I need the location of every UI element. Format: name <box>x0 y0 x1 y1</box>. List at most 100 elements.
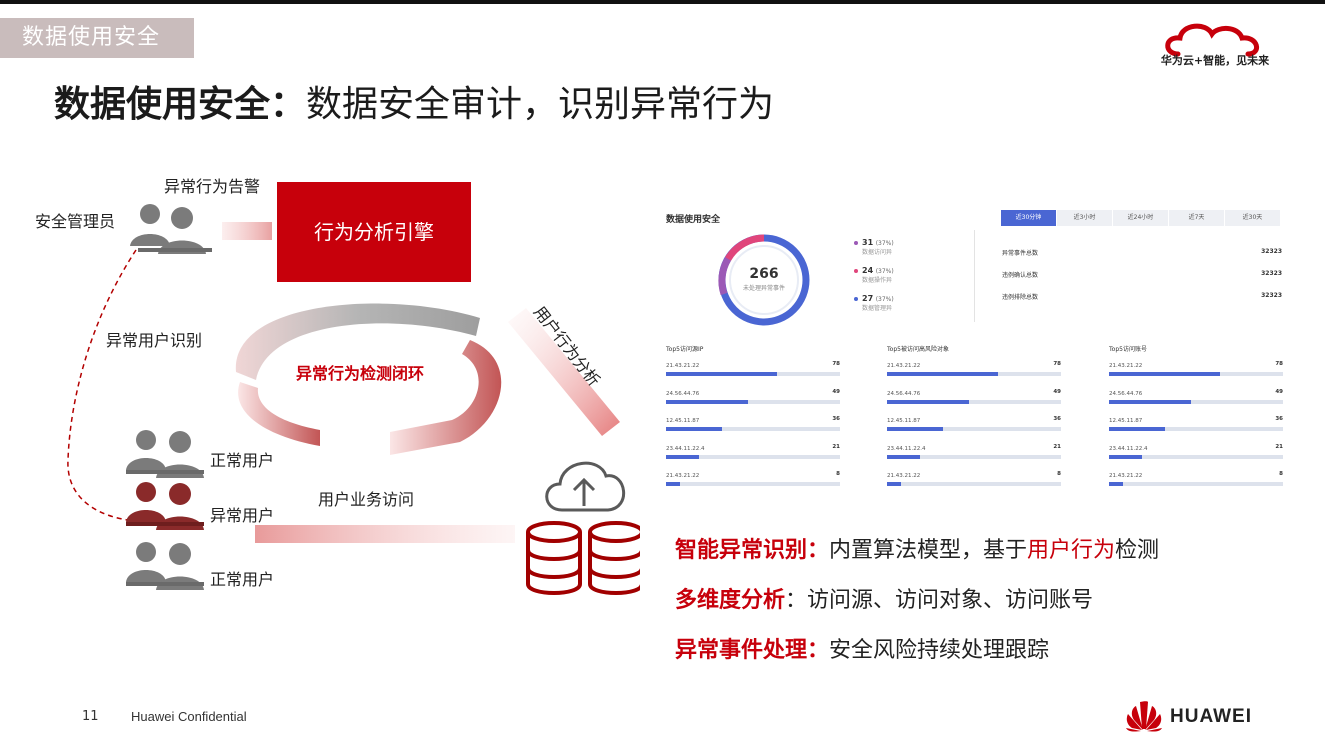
loop-arc-right <box>390 340 502 455</box>
row-value: 78 <box>1275 361 1283 367</box>
list-item: 21.43.21.22 8 <box>666 463 842 491</box>
bullet-key: 多维度分析 <box>675 588 786 613</box>
row-ip: 21.43.21.22 <box>666 473 700 479</box>
identify-dashed-line <box>67 249 137 521</box>
bullet-smart-detection: 智能异常识别：内置算法模型，基于用户行为检测 <box>675 536 1159 586</box>
row-bar-fill <box>887 372 999 376</box>
donut-value: 266 <box>749 266 778 282</box>
stat-label-total: 异常事件总数 <box>1002 250 1039 257</box>
row-value: 36 <box>832 416 840 422</box>
bullet-text: 内置算法模型，基于 <box>829 538 1028 563</box>
row-bar-track <box>666 372 840 376</box>
huawei-wordmark: HUAWEI <box>1170 706 1252 727</box>
row-ip: 23.44.11.22.4 <box>666 445 705 452</box>
normal-user-icon-1 <box>126 430 204 478</box>
loop-label: 异常行为检测闭环 <box>296 364 425 383</box>
row-value: 78 <box>832 361 840 367</box>
row-bar-fill <box>887 482 901 486</box>
row-bar-track <box>1109 427 1283 431</box>
page-number: 11 <box>82 709 99 724</box>
row-ip: 23.44.11.22.4 <box>887 445 926 452</box>
donut-caption: 未处理异常事件 <box>743 284 785 292</box>
stat-value-confirmed: 32323 <box>1261 270 1282 277</box>
alert-label: 异常行为告警 <box>164 177 261 196</box>
row-ip: 12.45.11.87 <box>666 418 700 424</box>
user-label-1: 正常用户 <box>210 451 275 470</box>
donut-chart: 266 未处理异常事件 <box>718 234 810 326</box>
row-bar-track <box>887 427 1061 431</box>
row-value: 36 <box>1275 416 1283 422</box>
row-ip: 24.56.44.76 <box>666 390 700 397</box>
donut-segment-pink <box>724 234 765 261</box>
row-ip: 21.43.21.22 <box>887 473 921 479</box>
row-bar-fill <box>887 427 943 431</box>
row-bar-fill <box>887 399 969 404</box>
access-arrow <box>255 525 515 543</box>
legend-sub-operation: 数据操作异 <box>862 277 893 284</box>
row-value: 49 <box>832 388 840 395</box>
tab-24h[interactable]: 近24小时 <box>1113 210 1168 226</box>
row-value: 49 <box>1053 388 1061 395</box>
legend-sub-access: 数据访问异 <box>862 249 893 256</box>
huawei-cloud-logo <box>1165 23 1259 57</box>
loop-arc-left <box>238 382 320 446</box>
loop-arc-top <box>235 303 480 380</box>
confidential-label: Huawei Confidential <box>131 709 247 724</box>
tab-7d[interactable]: 近7天 <box>1169 210 1224 226</box>
bullet-highlight: 用户行为 <box>1027 538 1116 563</box>
legend-pct-management: (37%) <box>875 296 894 303</box>
row-value: 21 <box>832 443 840 450</box>
row-bar-fill <box>887 454 921 459</box>
bullet-multi-dimension: 多维度分析：访问源、访问对象、访问账号 <box>675 586 1159 636</box>
row-bar-fill <box>666 399 748 404</box>
user-label-2: 异常用户 <box>210 506 275 525</box>
row-bar-track <box>1109 372 1283 376</box>
list-item: 24.56.44.76 49 <box>666 381 842 409</box>
slogan: 华为云+智能，见未来 <box>1160 54 1270 67</box>
legend-sub-management: 数据管理异 <box>862 305 893 312</box>
user-label-3: 正常用户 <box>210 570 275 589</box>
database-icon-1 <box>526 521 582 595</box>
behavior-arrow <box>508 308 620 436</box>
row-bar-track <box>666 482 840 486</box>
huawei-flower-logo-icon <box>1126 701 1162 732</box>
top-border <box>0 0 1325 4</box>
bullet-text: ：访问源、访问对象、访问账号 <box>785 588 1094 613</box>
panel-title: Top5访问源IP <box>666 346 704 353</box>
diagram-graphics <box>67 204 640 595</box>
legend-dot-management <box>854 296 858 301</box>
legend-item-access: 31 (37%) 数据访问异 <box>854 238 894 256</box>
database-icon-2 <box>588 521 640 595</box>
page-title-rest: 数据安全审计，识别异常行为 <box>306 84 775 125</box>
panel-top5-source-ip: Top5访问源IP 21.43.21.22 78 24.56.44.76 49 12.4… <box>666 344 842 491</box>
stat-label-excluded: 违例排除总数 <box>1002 294 1039 301</box>
bullet-event-handling: 异常事件处理：安全风险持续处理跟踪 <box>675 636 1159 686</box>
row-bar-fill <box>666 372 778 376</box>
cloud-upload-icon <box>545 461 626 512</box>
tab-30min[interactable]: 近30分钟 <box>1001 210 1056 226</box>
legend-pct-operation: (37%) <box>875 268 894 275</box>
row-value: 8 <box>1057 471 1061 477</box>
row-value: 8 <box>836 471 840 477</box>
tab-30d[interactable]: 近30天 <box>1225 210 1280 226</box>
behavior-engine-box: 行为分析引擎 <box>277 182 471 282</box>
legend-dot-operation <box>854 268 858 273</box>
legend-pct-access: (37%) <box>875 240 894 247</box>
legend-value-management: 27 <box>862 294 874 303</box>
tab-3h[interactable]: 近3小时 <box>1057 210 1112 226</box>
bullet-key: 异常事件处理： <box>675 638 830 663</box>
row-bar-track <box>887 482 1061 486</box>
legend-value-access: 31 <box>862 238 874 247</box>
row-bar-track <box>666 454 840 459</box>
legend-value-operation: 24 <box>862 266 874 275</box>
time-range-tabs: 近30分钟 近3小时 近24小时 近7天 近30天 <box>1001 210 1281 226</box>
row-bar-fill <box>1109 454 1143 459</box>
